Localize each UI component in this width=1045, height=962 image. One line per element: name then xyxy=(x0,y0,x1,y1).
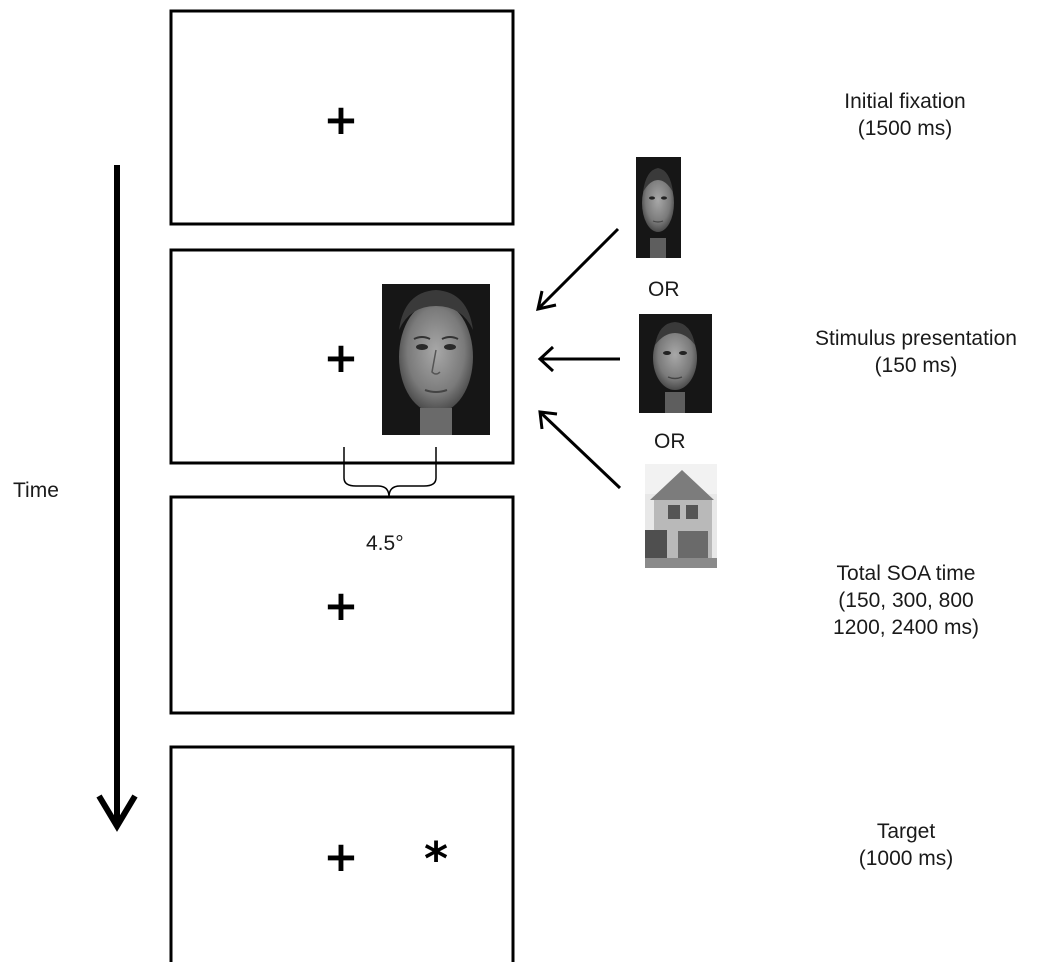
visual-angle-label: 4.5° xyxy=(366,532,404,555)
phase-label-soa: Total SOA time (150, 300, 800 1200, 2400… xyxy=(796,560,1016,641)
phase-duration: (1000 ms) xyxy=(858,847,954,870)
time-axis-label: Time xyxy=(13,479,59,502)
angle-bracket xyxy=(343,447,437,511)
screen-stimulus-presentation: + xyxy=(169,248,515,511)
option-arrows xyxy=(536,227,622,490)
phase-title: Stimulus presentation xyxy=(815,327,1017,350)
phase-title: Target xyxy=(876,820,936,843)
fixation-cross: + xyxy=(323,95,358,144)
option-face-direct-gaze xyxy=(639,314,712,413)
phase-label-stimulus-presentation: Stimulus presentation (150 ms) xyxy=(786,325,1045,379)
or-separator: OR xyxy=(654,430,686,453)
or-separator: OR xyxy=(648,278,680,301)
face-photo xyxy=(382,284,490,435)
phase-duration: (150, 300, 800 xyxy=(838,589,974,612)
phase-title: Initial fixation xyxy=(844,90,966,113)
fixation-cross: + xyxy=(323,581,358,630)
screen-initial-fixation: + xyxy=(169,9,515,226)
option-house xyxy=(645,464,717,568)
phase-title: Total SOA time xyxy=(836,562,976,585)
target-asterisk: * xyxy=(424,832,448,886)
phase-duration: (150 ms) xyxy=(874,354,958,377)
fixation-cross: + xyxy=(323,832,358,881)
phase-label-target: Target (1000 ms) xyxy=(796,818,1016,872)
screen-target: + * xyxy=(169,745,515,962)
fixation-cross: + xyxy=(323,333,358,382)
time-arrow xyxy=(96,165,138,832)
phase-duration-cont: 1200, 2400 ms) xyxy=(833,616,979,639)
phase-label-initial-fixation: Initial fixation (1500 ms) xyxy=(790,88,1020,142)
screen-soa: + xyxy=(169,495,515,715)
phase-duration: (1500 ms) xyxy=(857,117,953,140)
option-face-averted-gaze xyxy=(636,157,681,258)
